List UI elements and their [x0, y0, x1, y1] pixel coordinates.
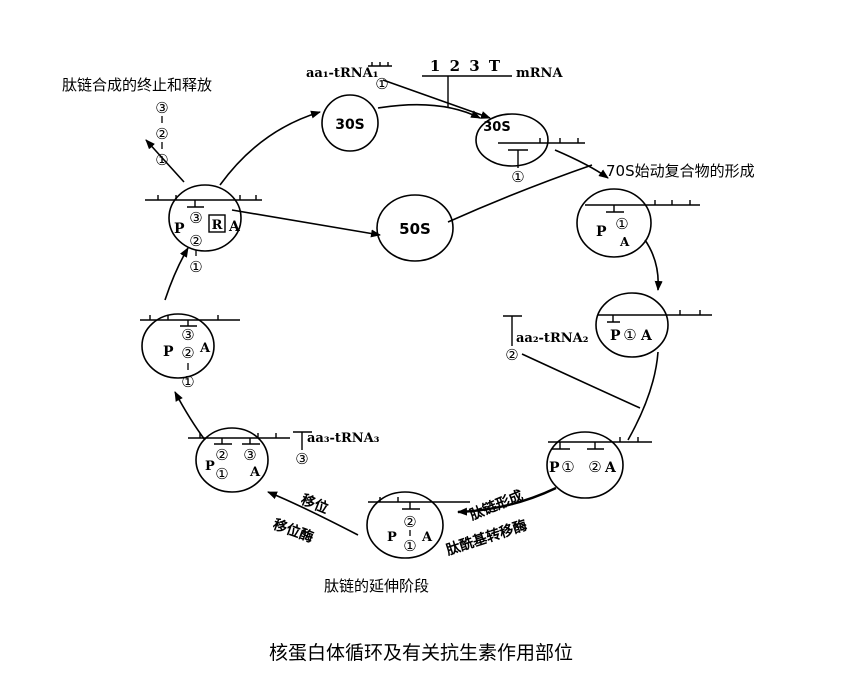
step6-site-a: A	[199, 341, 211, 356]
ribosome-step3: P ① ② A	[546, 431, 652, 499]
arrow-step3-to-step4	[457, 486, 557, 516]
ribosome-step4: ② P ① A	[366, 491, 470, 559]
peptide-formation-label: 肽链形成	[467, 487, 525, 524]
initiation-title: 70S始动复合物的形成	[606, 162, 755, 180]
term-residue-three: ③	[189, 209, 202, 227]
arrow-step2-to-step3	[627, 351, 659, 441]
subunit-30s-label: 30S	[335, 117, 365, 133]
arrow-peptide-release	[145, 139, 185, 183]
trna1-label: aa₁-tRNA₁	[306, 66, 378, 81]
step2-residue: ①	[623, 326, 636, 344]
subunit-30s-bound-label: 30S	[483, 120, 510, 135]
arrow-step6-to-release	[164, 247, 189, 301]
step3-residue-one: ①	[561, 458, 574, 476]
release-residue-one: ①	[155, 151, 168, 169]
init-residue: ①	[615, 215, 628, 233]
step6-site-p: P	[163, 344, 174, 360]
step2-site-a: A	[640, 328, 653, 344]
term-site-a: A	[228, 219, 241, 235]
termination-title: 肽链合成的终止和释放	[62, 76, 212, 94]
trna1-group: aa₁-tRNA₁ ①	[306, 62, 392, 93]
step3-site-p: P	[549, 460, 560, 476]
arrow-to-70s	[554, 149, 609, 179]
mrna-top: 1 2 3 T mRNA	[422, 57, 563, 108]
ribosome-step6: ③ P ② A ①	[140, 313, 240, 391]
step5-residue-one: ①	[215, 465, 228, 483]
figure-caption-text: 核蛋白体循环及有关抗生素作用部位	[268, 642, 573, 664]
ribosome-step5: ② ③ P ① A	[188, 427, 290, 493]
step4-site-p: P	[387, 530, 397, 545]
step3-residue-two: ②	[588, 458, 601, 476]
subunit-50s: 50S	[376, 194, 454, 262]
arrow-trna1-to-30s	[382, 79, 491, 119]
step5-residue-three: ③	[243, 446, 256, 464]
arrow-50s-to-70s	[447, 164, 593, 223]
step5-residue-two: ②	[215, 446, 228, 464]
ribosome-step2: P ① A	[595, 292, 712, 358]
arrow-step4-to-step5	[267, 491, 359, 536]
trna2-residue: ②	[505, 346, 518, 364]
step4-site-a: A	[421, 530, 433, 545]
term-site-p: P	[174, 221, 185, 237]
translocase-label: 移位酶	[271, 516, 316, 546]
release-residue-three: ③	[155, 99, 168, 117]
release-residue-two: ②	[155, 125, 168, 143]
subunit-30s-bound: 30S ①	[475, 113, 585, 186]
cycle-arrows	[145, 79, 663, 536]
step6-residue-three: ③	[181, 326, 194, 344]
ribosome-termination: ③ P R A ② ①	[145, 184, 262, 276]
arrow-release-to-30s	[219, 110, 321, 186]
step2-site-p: P	[610, 328, 621, 344]
init-site-a: A	[619, 235, 630, 249]
figure-caption: 核蛋白体循环及有关抗生素作用部位	[0, 638, 842, 665]
subunit-30s-free: 30S	[321, 94, 379, 152]
trna3-group: aa₃-tRNA₃ ③	[293, 431, 380, 468]
step4-residue-one: ①	[403, 537, 416, 555]
arrow-step5-to-step6	[174, 391, 206, 441]
line-trna2-join	[521, 353, 641, 409]
step6-residue-two: ②	[181, 344, 194, 362]
step5-site-a: A	[249, 465, 261, 480]
trna1-residue: ①	[375, 75, 388, 93]
term-residue-two: ②	[189, 232, 202, 250]
arrow-30s-to-bound	[377, 103, 481, 119]
released-peptide: ③ ② ①	[155, 99, 168, 169]
step5-site-p: P	[205, 459, 215, 474]
release-factor-box	[208, 214, 226, 233]
trna2-group: aa₂-tRNA₂ ②	[503, 315, 588, 364]
mrna-codons: 1 2 3 T	[430, 57, 502, 75]
term-site-r: R	[212, 218, 223, 233]
step6-residue-one: ①	[181, 373, 194, 391]
trna3-label: aa₃-tRNA₃	[307, 431, 380, 446]
elongation-title: 肽链的延伸阶段	[324, 577, 429, 595]
ribosome-70s-initiation: ① P A	[576, 188, 700, 258]
bound-30s-residue: ①	[511, 168, 524, 186]
arrow-70s-to-step2	[644, 239, 663, 291]
peptidyl-transferase-label: 肽酰基转移酶	[444, 517, 529, 559]
mrna-label: mRNA	[516, 66, 563, 81]
trna3-residue: ③	[295, 450, 308, 468]
term-residue-one: ①	[189, 258, 202, 276]
step3-site-a: A	[604, 460, 617, 476]
arrow-release-to-50s	[231, 209, 381, 238]
step4-residue-two: ②	[403, 513, 416, 531]
init-site-p: P	[596, 224, 607, 240]
subunit-50s-label: 50S	[399, 220, 431, 238]
trna2-label: aa₂-tRNA₂	[516, 331, 588, 346]
